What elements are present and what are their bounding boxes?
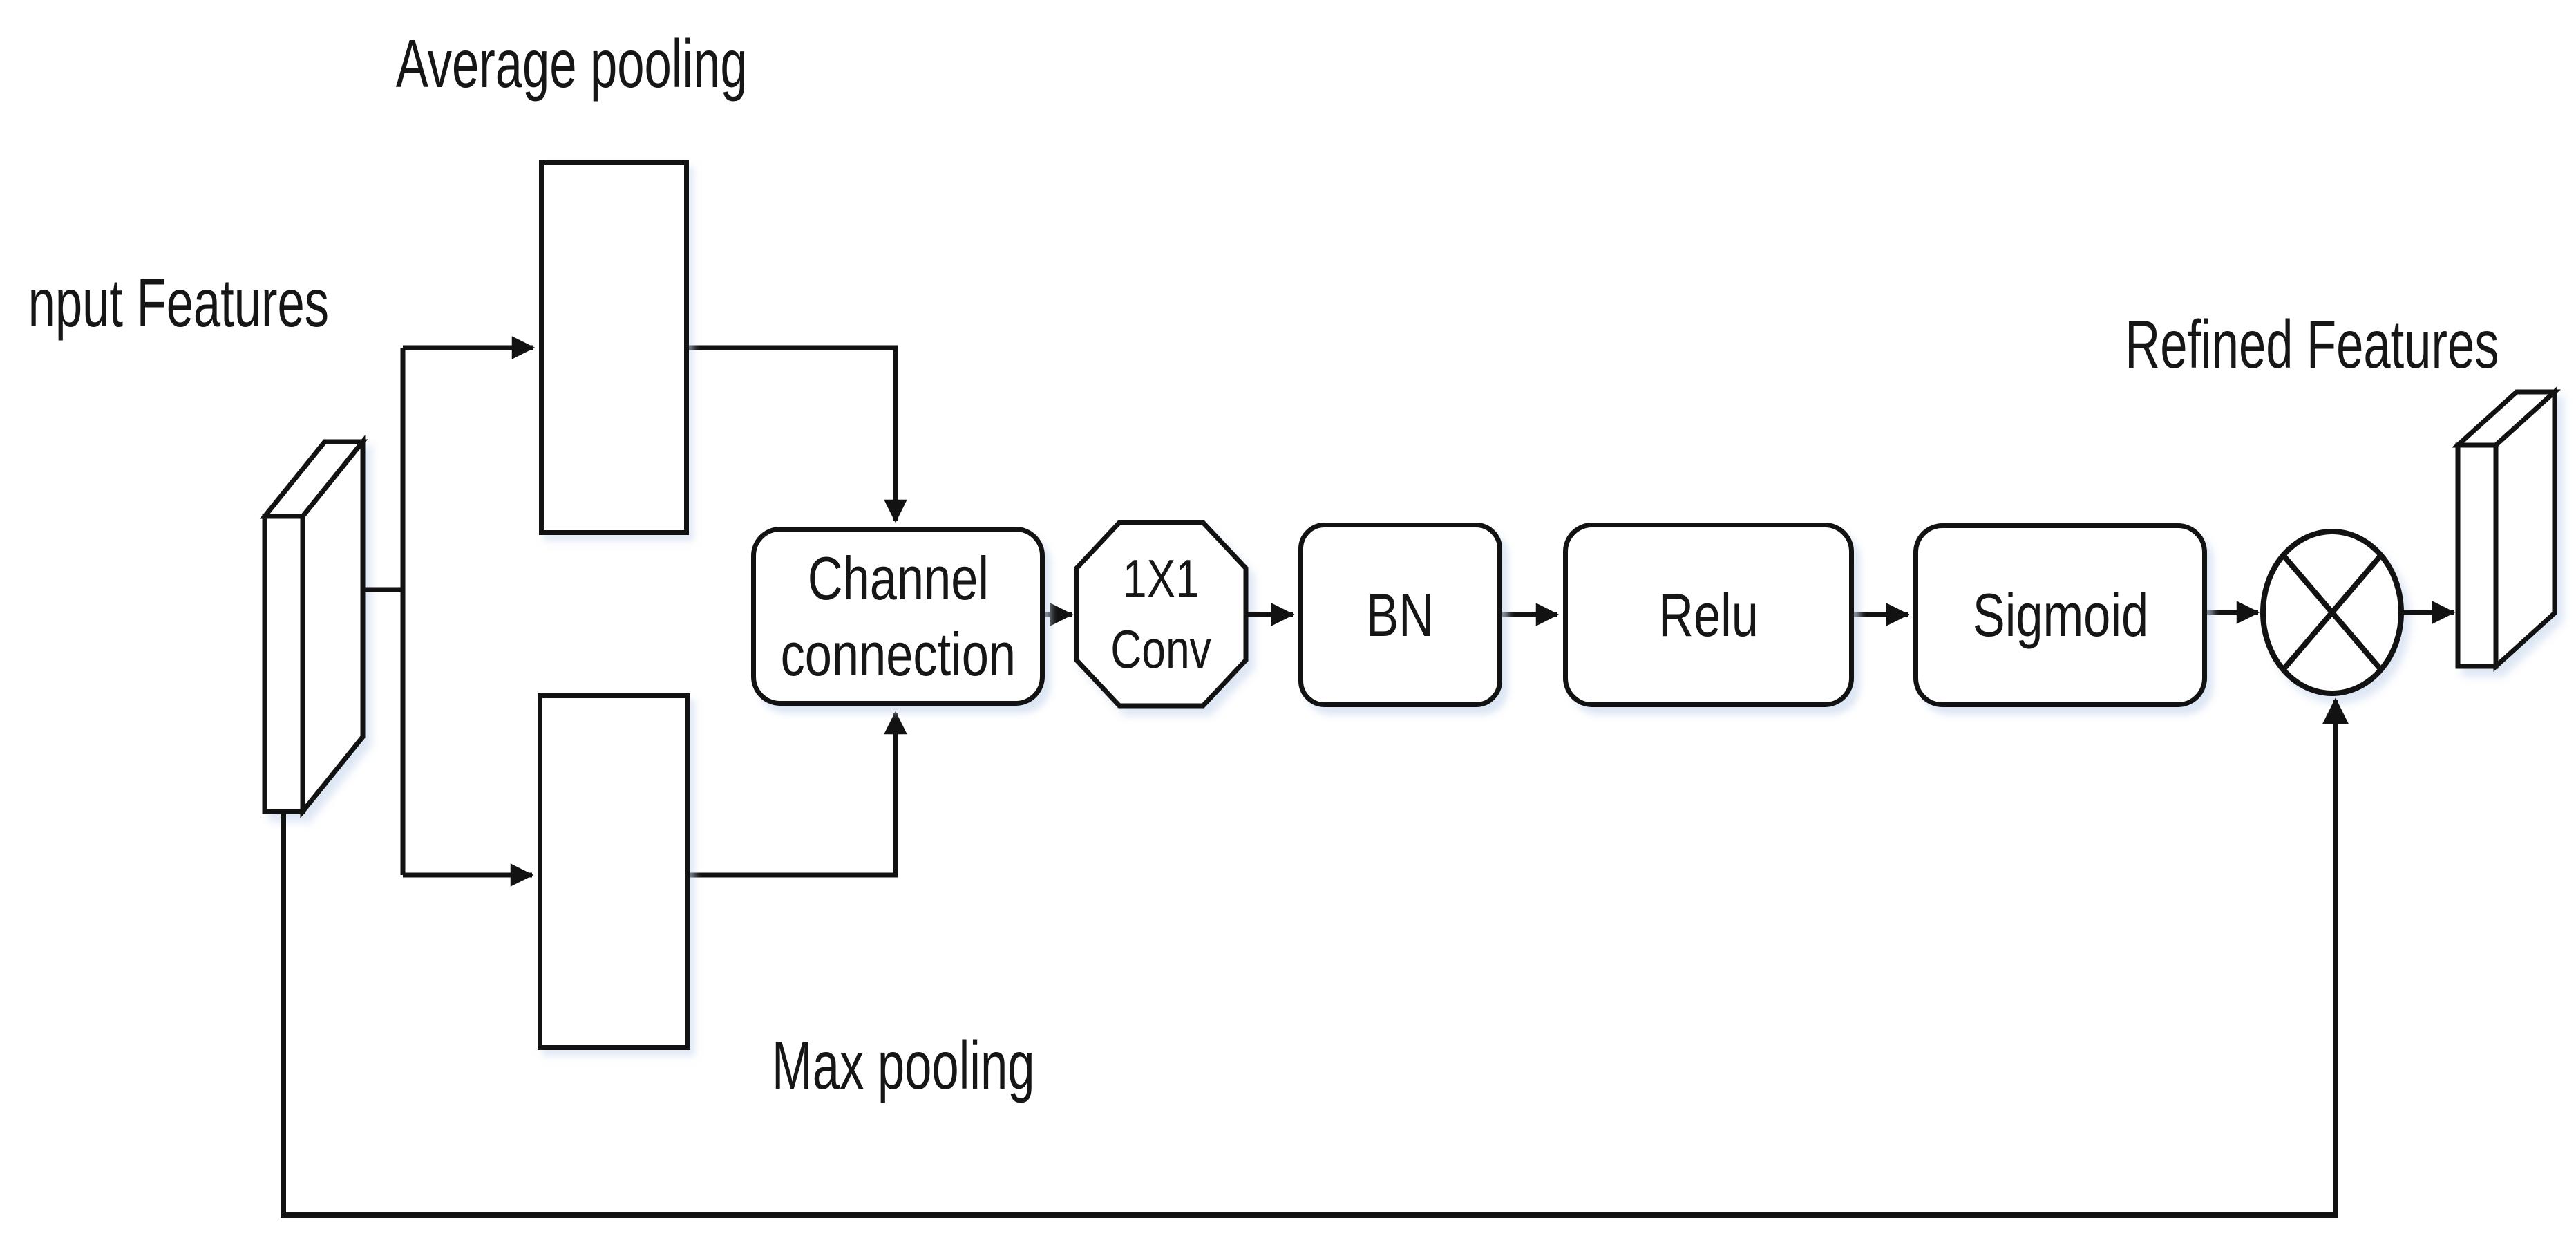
input-features-label: nput Features	[0, 259, 420, 347]
input-features-label-text: nput Features	[28, 264, 329, 341]
average-pooling-label: Average pooling	[295, 19, 848, 108]
connectors	[281, 336, 2456, 1218]
channel-connection-node: Channel connection	[751, 527, 1045, 706]
relu-label: Relu	[1658, 580, 1759, 649]
connector-avgpool-to-channel	[689, 345, 907, 523]
channel-connection-label-line2: connection	[780, 619, 1016, 688]
conv-octagon	[1074, 520, 1249, 709]
refined-features-label-text: Refined Features	[2125, 306, 2499, 382]
bn-label: BN	[1366, 580, 1434, 649]
refined-slab-front-face	[2455, 442, 2499, 669]
sigmoid-node: Sigmoid	[1913, 523, 2207, 707]
conv-node-label: 1X1 Conv	[1077, 523, 1246, 706]
refined-features-label: Refined Features	[2070, 300, 2554, 388]
bn-node: BN	[1298, 523, 1502, 707]
channel-connection-label-line1: Channel	[807, 543, 989, 612]
max-pooling-label: Max pooling	[661, 1021, 1145, 1109]
connector-input-bypass	[281, 697, 2349, 1218]
connector-maxpool-to-channel	[690, 711, 907, 878]
input-slab-front-face	[262, 514, 305, 814]
multiply-icon	[2260, 529, 2404, 696]
conv-label-line2: Conv	[1110, 618, 1212, 679]
relu-node: Relu	[1563, 523, 1854, 707]
average-pooling-node	[539, 160, 689, 535]
max-pooling-node	[538, 693, 690, 1050]
input-features-slab	[259, 435, 368, 818]
average-pooling-label-text: Average pooling	[395, 25, 748, 102]
multiply-cross-line-2	[2280, 553, 2384, 672]
max-pooling-label-text: Max pooling	[771, 1026, 1035, 1103]
conv-label-line1: 1X1	[1122, 548, 1200, 610]
sigmoid-label: Sigmoid	[1972, 581, 2148, 649]
refined-features-slab	[2451, 386, 2561, 672]
